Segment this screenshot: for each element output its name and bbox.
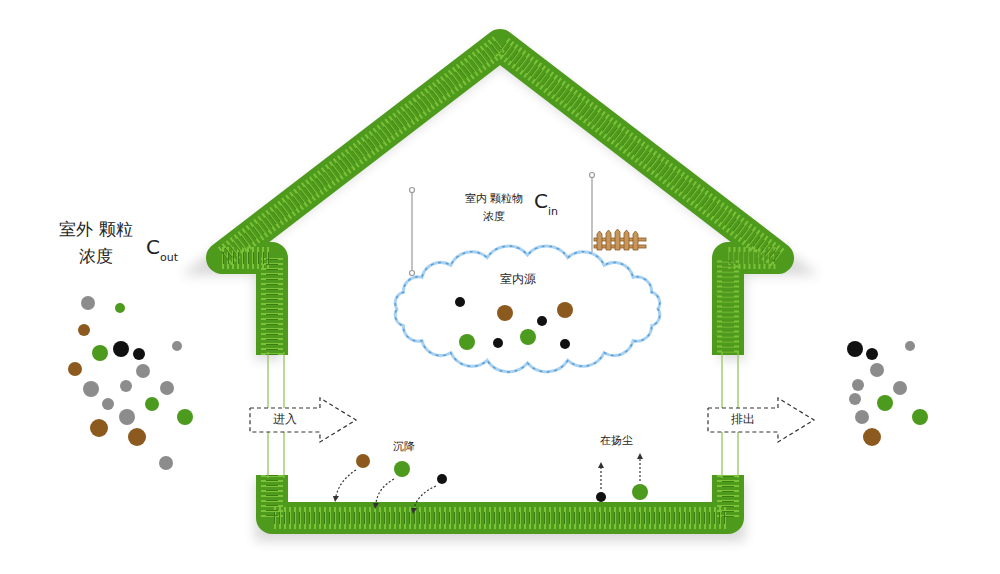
node-text: 进入 xyxy=(250,398,356,428)
exhausted-particles xyxy=(847,341,928,446)
symbol-subscript: out xyxy=(160,252,178,264)
resuspension-particles xyxy=(596,453,648,502)
node-text: 室内源 xyxy=(365,243,670,288)
symbol-letter: C xyxy=(146,236,160,258)
cloud-outline xyxy=(395,246,660,372)
outdoor-particles xyxy=(68,296,193,470)
settling-particles xyxy=(333,454,447,514)
indoor-particle xyxy=(520,329,536,345)
arrow-shape xyxy=(708,398,814,442)
outdoor-concentration-label: 室外 颗粒浓度 xyxy=(56,216,136,270)
resuspension-label: 在扬尘 xyxy=(600,435,633,447)
settling-label: 沉降 xyxy=(393,441,415,453)
fence-icon xyxy=(594,229,646,250)
cloud-dots xyxy=(395,246,660,372)
indoor-particle xyxy=(459,334,475,350)
arrow-outline xyxy=(708,398,814,442)
grass-outline xyxy=(222,45,778,518)
inflow-arrow: 进入 xyxy=(250,398,356,442)
indoor-particle xyxy=(497,305,513,321)
indoor-particle xyxy=(537,316,547,326)
arrow-outline xyxy=(250,398,356,442)
cloud-shape xyxy=(385,243,670,375)
symbol-letter: C xyxy=(534,190,548,212)
indoor-concentration-label: 室内 颗粒物浓度 xyxy=(462,190,526,225)
indoor-particle xyxy=(557,302,573,318)
arrow-shape xyxy=(250,398,356,442)
outflow-arrow: 排出 xyxy=(708,398,814,442)
house-shadow xyxy=(220,50,780,528)
indoor-particle xyxy=(493,338,503,348)
node-text: 排出 xyxy=(708,398,814,428)
indoor-particle xyxy=(455,297,465,307)
indoor-source-cloud: 室内源 xyxy=(385,243,670,375)
symbol-subscript: in xyxy=(548,206,558,218)
indoor-particle xyxy=(560,339,570,349)
